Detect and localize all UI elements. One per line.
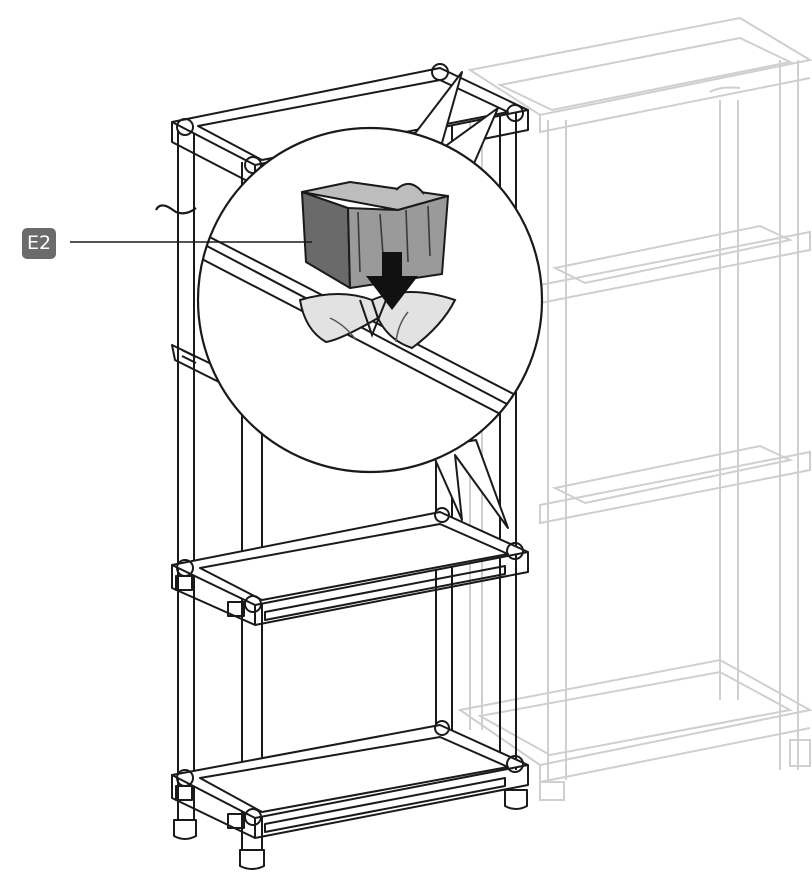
feet: [173, 789, 528, 870]
connector-piece: [301, 181, 449, 289]
shelf-4: [171, 720, 529, 839]
magnifier-detail: [196, 126, 544, 474]
shelf-3: [171, 507, 529, 626]
side-hook: [155, 204, 197, 215]
shelf-1: [171, 63, 529, 186]
part-label-badge: E2: [22, 228, 56, 259]
shelving-unit: [155, 63, 529, 870]
ghost-shelving-unit: [457, 16, 812, 801]
socket-recess: [298, 293, 380, 344]
insert-direction-arrow: [366, 252, 418, 310]
